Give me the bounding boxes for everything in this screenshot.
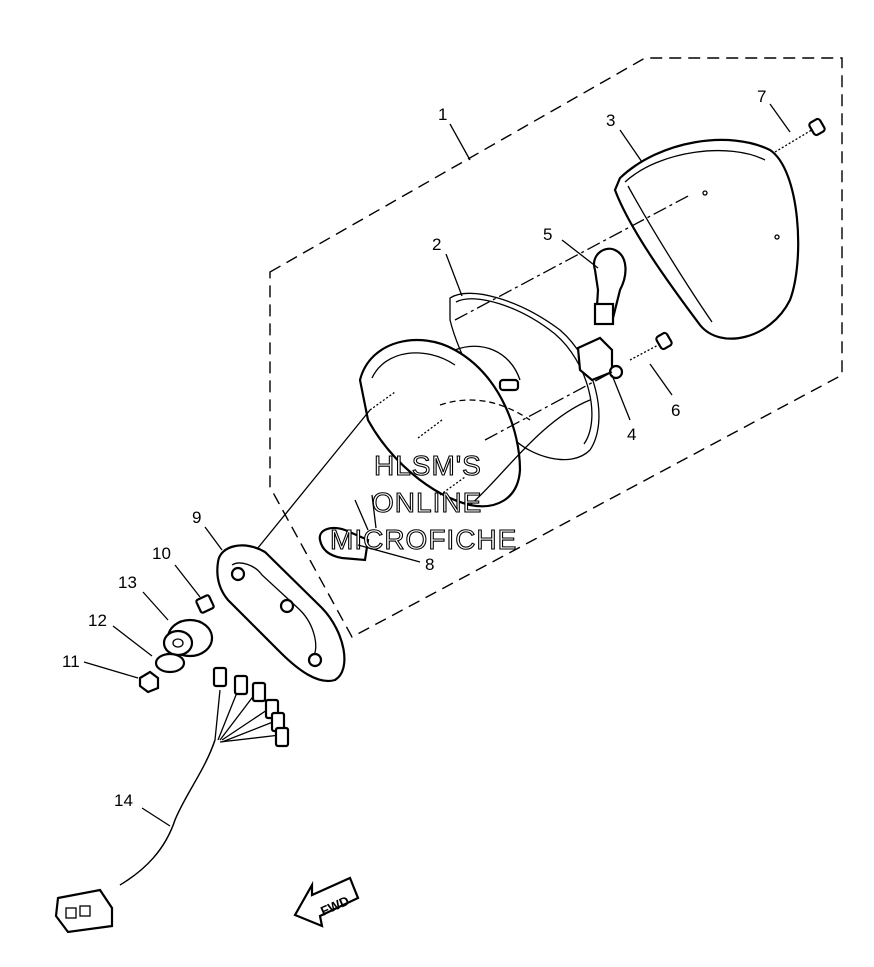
callout-3: 3 — [606, 111, 615, 130]
callout-7: 7 — [757, 87, 766, 106]
grommet-part — [162, 618, 214, 658]
washer-part — [154, 652, 186, 674]
callout-13: 13 — [118, 573, 137, 592]
callout-8: 8 — [425, 555, 434, 574]
callout-1: 1 — [438, 105, 447, 124]
callout-4: 4 — [627, 425, 636, 444]
socket-part — [576, 336, 624, 382]
callout-11: 11 — [62, 652, 80, 671]
forward-arrow-icon: FWD — [293, 876, 360, 928]
wedge-bulb-part — [318, 494, 377, 562]
assembly-boundary — [269, 57, 843, 638]
nut-part — [138, 670, 160, 694]
socket-screw-part — [629, 331, 673, 361]
watermark-line-2: ONLINE — [372, 487, 482, 518]
housing-body — [358, 338, 591, 508]
axis-line-lower — [484, 371, 613, 441]
bulb-part — [592, 247, 627, 326]
axis-line — [454, 194, 691, 321]
axis-line-base — [239, 409, 371, 571]
wire-harness-part — [54, 666, 290, 934]
callout-6: 6 — [671, 401, 680, 420]
callouts: 1 2 3 4 5 6 7 8 9 10 11 12 13 14 — [62, 87, 766, 810]
callout-9: 9 — [192, 508, 201, 527]
collar-part — [195, 594, 215, 614]
leader-lines — [83, 103, 791, 827]
base-plate-part — [216, 544, 346, 683]
lens-part — [613, 138, 800, 340]
watermark-line-1: HLSM'S — [374, 450, 482, 481]
callout-12: 12 — [88, 611, 107, 630]
callout-10: 10 — [152, 544, 171, 563]
callout-2: 2 — [432, 235, 441, 254]
callout-5: 5 — [543, 225, 552, 244]
watermark-line-3: MICROFICHE — [330, 524, 517, 555]
callout-14: 14 — [114, 791, 133, 810]
lens-screw-part — [774, 117, 826, 153]
watermark: HLSM'S ONLINE MICROFICHE — [329, 449, 517, 555]
